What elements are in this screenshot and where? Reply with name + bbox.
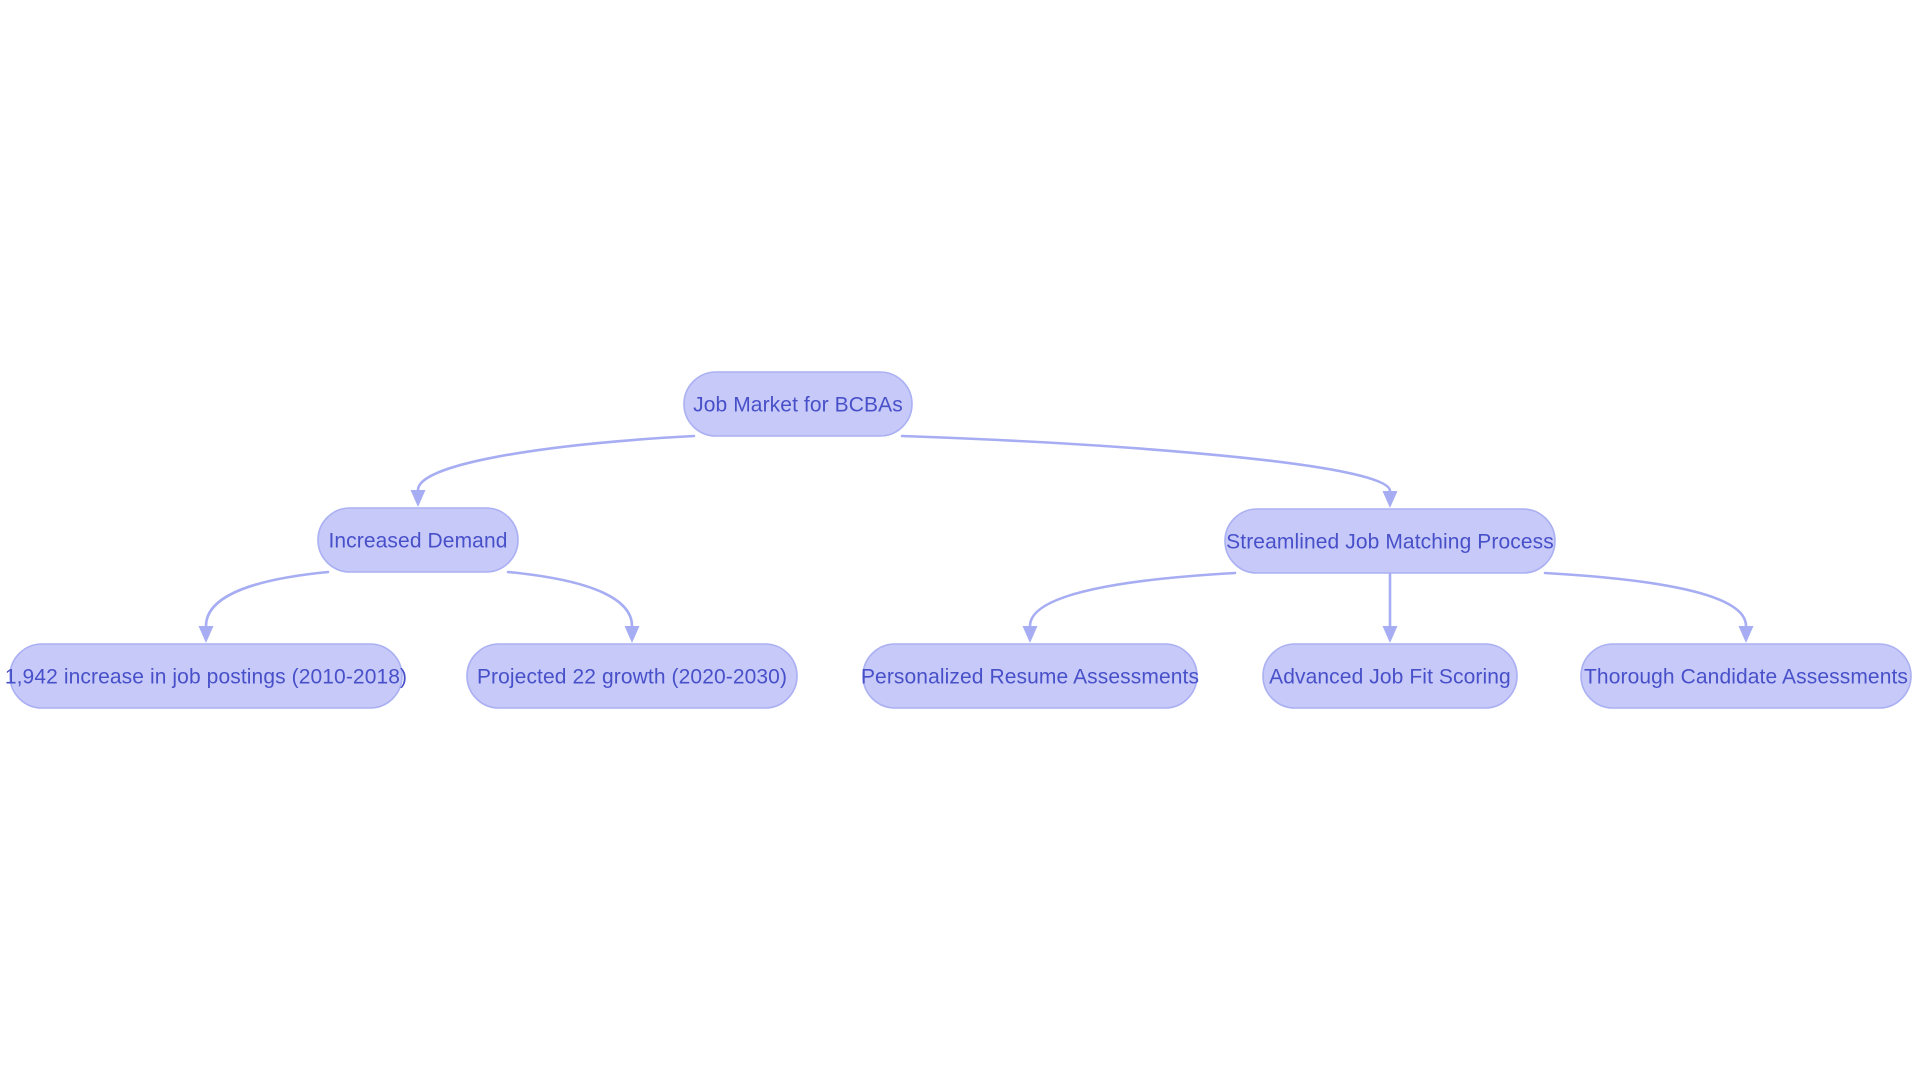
edge-line [416, 434, 696, 492]
flow-node-root[interactable]: Job Market for BCBAs [683, 371, 913, 437]
edge-line [204, 570, 330, 628]
node-shape[interactable] [862, 643, 1198, 709]
node-shape[interactable] [317, 507, 519, 573]
node-shape[interactable] [1262, 643, 1518, 709]
flow-node-personalized-resume-assessments[interactable]: Personalized Resume Assessments [861, 643, 1199, 709]
flow-node-increase-in-job-postings[interactable]: 1,942 increase in job postings (2010-201… [5, 643, 407, 709]
edge-line [1028, 571, 1237, 628]
node-label: 1,942 increase in job postings (2010-201… [5, 666, 407, 689]
flow-edge [198, 570, 330, 643]
node-label: Projected 22 growth (2020-2030) [477, 666, 787, 689]
arrowhead-icon [1022, 626, 1038, 643]
node-shape[interactable] [1580, 643, 1912, 709]
node-shape[interactable] [1224, 508, 1556, 574]
flow-edge [900, 434, 1398, 508]
node-label: Increased Demand [328, 530, 507, 553]
flow-node-projected-growth[interactable]: Projected 22 growth (2020-2030) [466, 643, 798, 709]
edge-line [900, 434, 1392, 493]
flow-node-thorough-candidate-assessments[interactable]: Thorough Candidate Assessments [1580, 643, 1912, 709]
node-label: Job Market for BCBAs [693, 394, 903, 417]
node-label: Personalized Resume Assessments [861, 666, 1199, 689]
edge-line [506, 570, 634, 628]
edge-line [1543, 571, 1748, 628]
node-label: Streamlined Job Matching Process [1226, 531, 1554, 554]
arrowhead-icon [410, 490, 426, 507]
arrowhead-icon [624, 626, 640, 643]
flow-edge [1022, 571, 1237, 643]
arrowhead-icon [1382, 626, 1398, 643]
node-shape[interactable] [683, 371, 913, 437]
arrowhead-icon [198, 626, 214, 643]
arrowhead-icon [1738, 626, 1754, 643]
flow-node-streamlined-job-matching-process[interactable]: Streamlined Job Matching Process [1224, 508, 1556, 574]
arrowhead-icon [1382, 491, 1398, 508]
node-shape[interactable] [466, 643, 798, 709]
flow-node-advanced-job-fit-scoring[interactable]: Advanced Job Fit Scoring [1262, 643, 1518, 709]
flow-edge [410, 434, 696, 507]
flow-edge [1543, 571, 1754, 643]
node-label: Advanced Job Fit Scoring [1269, 666, 1511, 689]
flow-node-increased-demand[interactable]: Increased Demand [317, 507, 519, 573]
node-label: Thorough Candidate Assessments [1584, 666, 1908, 689]
node-shape[interactable] [9, 643, 403, 709]
edges-layer [198, 434, 1754, 643]
flow-edge [1382, 571, 1398, 643]
flow-edge [506, 570, 640, 643]
